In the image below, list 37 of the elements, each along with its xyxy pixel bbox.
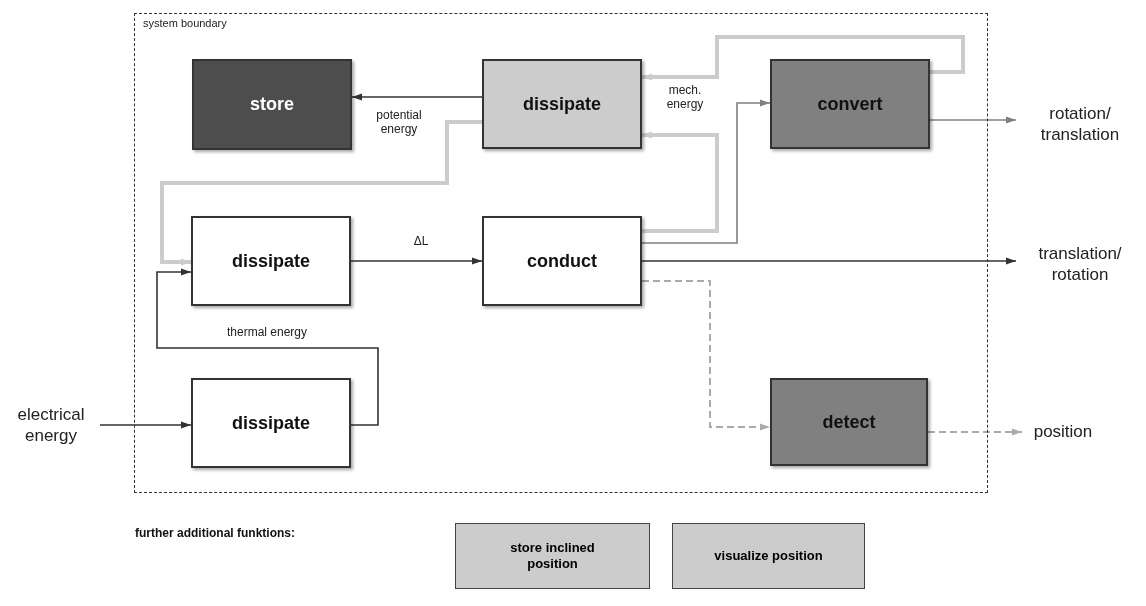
- box-label: detect: [822, 411, 876, 433]
- process-box: [770, 378, 928, 466]
- function-box: [672, 523, 865, 589]
- box-label: visualize position: [714, 547, 823, 565]
- arrow: [641, 99, 771, 244]
- process-box: [482, 216, 642, 306]
- box-label: store inclined position: [509, 539, 596, 573]
- arrow: [641, 280, 771, 431]
- boundary-heading: system boundary: [143, 17, 227, 29]
- process-box: [192, 59, 352, 150]
- function-box: [455, 523, 650, 589]
- box-label: conduct: [527, 250, 597, 272]
- process-box: [191, 378, 351, 468]
- arrow: [156, 268, 379, 426]
- system-boundary: [134, 13, 988, 493]
- box-label: dissipate: [232, 250, 310, 272]
- section-note: further additional funktions:: [135, 526, 295, 540]
- arrow: [927, 428, 1023, 436]
- arrow: [351, 93, 483, 101]
- arrow: [642, 35, 965, 81]
- flow-label: position: [1022, 419, 1104, 445]
- flow-label: electrical energy: [2, 398, 100, 452]
- box-label: convert: [817, 93, 883, 115]
- box-label: dissipate: [523, 93, 601, 115]
- box-label: dissipate: [232, 412, 310, 434]
- arrow: [642, 131, 719, 233]
- arrow: [929, 116, 1017, 124]
- arrow: [99, 421, 192, 429]
- flow-label: rotation/ translation: [1016, 98, 1144, 150]
- arrow: [160, 120, 482, 266]
- arrow: [641, 257, 1017, 265]
- box-label: store: [250, 94, 294, 115]
- process-box: [482, 59, 642, 149]
- arrow: [350, 257, 483, 265]
- flow-label: translation/ rotation: [1016, 238, 1144, 290]
- process-box: [191, 216, 351, 306]
- process-box: [770, 59, 930, 149]
